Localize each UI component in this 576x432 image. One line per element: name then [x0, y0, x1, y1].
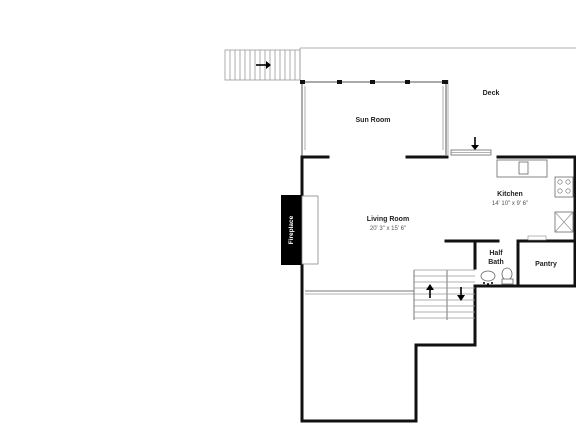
sun-room-label: Sun Room [356, 117, 391, 124]
arrow-down-icon [457, 287, 465, 301]
fireplace: Fireplace [281, 195, 319, 265]
half-bath-label-line1: Half [489, 250, 503, 257]
arrow-down-icon [471, 137, 479, 150]
arrow-right-icon [256, 61, 271, 69]
interior-stairs [305, 269, 475, 320]
fireplace-label: Fireplace [288, 215, 295, 244]
exterior-stairs [224, 49, 301, 81]
deck-label: Deck [483, 90, 500, 97]
living-room-label: Living Room [367, 216, 409, 223]
arrow-up-icon [426, 284, 434, 298]
sun-room-walls [300, 80, 448, 157]
kitchen-label: Kitchen [497, 191, 523, 198]
half-bath-fixtures [480, 267, 514, 285]
living-room-dimensions: 20' 3" x 15' 6" [370, 226, 406, 232]
pantry-label: Pantry [535, 261, 557, 268]
kitchen-fixtures [496, 159, 574, 241]
half-bath-label-line2: Bath [488, 259, 504, 266]
deck-outline [299, 47, 576, 155]
main-walls [300, 155, 576, 423]
kitchen-dimensions: 14' 10" x 9' 6" [492, 201, 528, 207]
deck-entry-door [450, 149, 492, 156]
